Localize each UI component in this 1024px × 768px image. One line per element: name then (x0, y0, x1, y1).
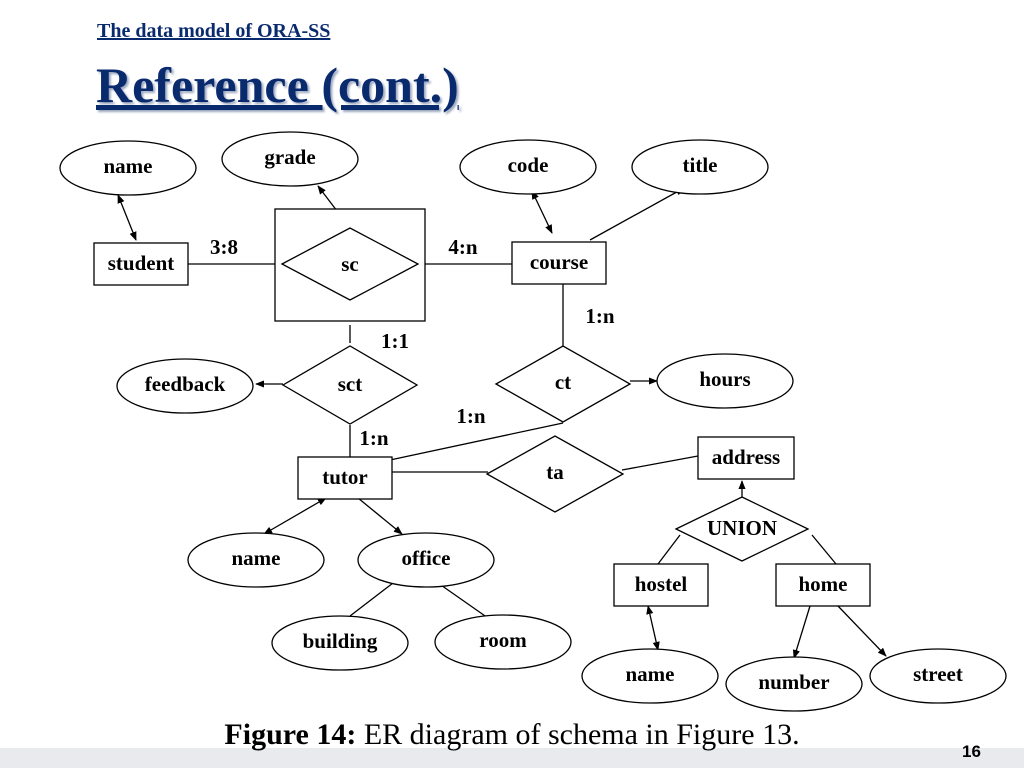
attribute-street: street (869, 648, 1007, 704)
attribute-building: building (271, 615, 409, 671)
slide-subtitle: The data model of ORA-SS (97, 20, 331, 42)
svg-text:ct: ct (555, 370, 571, 394)
cardinality-student-sc: 3:8 (210, 235, 238, 259)
page-number: 16 (962, 742, 981, 761)
relationship-ta: ta (485, 435, 625, 513)
object-address: address (697, 436, 795, 480)
attribute-student-name: name (59, 140, 197, 196)
attribute-office: office (357, 532, 495, 588)
cardinality-sct-tutor: 1:n (359, 426, 388, 450)
svg-text:grade: grade (264, 145, 315, 169)
cardinality-sc-course: 4:n (448, 235, 477, 259)
svg-text:UNION: UNION (707, 516, 777, 540)
attribute-title: title (631, 139, 769, 195)
svg-text:ta: ta (546, 460, 564, 484)
caption-text: ER diagram of schema in Figure 13. (356, 718, 800, 751)
relationship-union: UNION (674, 496, 810, 562)
svg-text:number: number (758, 670, 829, 694)
attribute-hours: hours (656, 353, 794, 409)
attribute-hostel-name: name (581, 648, 719, 704)
svg-text:tutor: tutor (322, 465, 368, 489)
slide-title: Reference (cont.) (96, 57, 459, 113)
cardinality-ct-tutor: 1:n (456, 404, 485, 428)
svg-text:street: street (913, 662, 963, 686)
svg-text:name: name (232, 546, 281, 570)
svg-text:sc: sc (341, 252, 359, 276)
object-home: home (775, 563, 871, 607)
svg-text:office: office (402, 546, 451, 570)
relationship-sct: sct (281, 345, 419, 425)
cardinality-sc-sct: 1:1 (381, 329, 409, 353)
object-student: student (93, 242, 189, 286)
svg-text:hours: hours (699, 367, 750, 391)
attribute-feedback: feedback (116, 358, 254, 414)
svg-text:course: course (530, 250, 588, 274)
figure-caption: Figure 14: ER diagram of schema in Figur… (0, 718, 1024, 752)
svg-text:building: building (303, 629, 378, 653)
attribute-number: number (725, 656, 863, 712)
svg-text:name: name (626, 662, 675, 686)
object-tutor: tutor (297, 456, 393, 500)
attribute-code: code (459, 139, 597, 195)
attribute-room: room (434, 614, 572, 670)
svg-text:home: home (799, 572, 848, 596)
attribute-grade: grade (221, 131, 359, 187)
svg-text:sct: sct (338, 372, 363, 396)
cardinality-course-ct: 1:n (585, 304, 614, 328)
svg-text:title: title (683, 153, 718, 177)
svg-text:feedback: feedback (145, 372, 226, 396)
object-course: course (511, 241, 607, 285)
svg-text:hostel: hostel (635, 572, 688, 596)
svg-text:room: room (479, 628, 527, 652)
footer-band (0, 748, 1024, 768)
object-hostel: hostel (613, 563, 709, 607)
connector-lines (117, 185, 887, 659)
svg-text:name: name (104, 154, 153, 178)
svg-text:address: address (712, 445, 780, 469)
svg-text:student: student (108, 251, 175, 275)
caption-label: Figure 14: (224, 718, 357, 751)
svg-text:code: code (508, 153, 549, 177)
relationship-ct: ct (494, 345, 632, 423)
attribute-tutor-name: name (187, 532, 325, 588)
relationship-sc: sc (274, 208, 426, 322)
